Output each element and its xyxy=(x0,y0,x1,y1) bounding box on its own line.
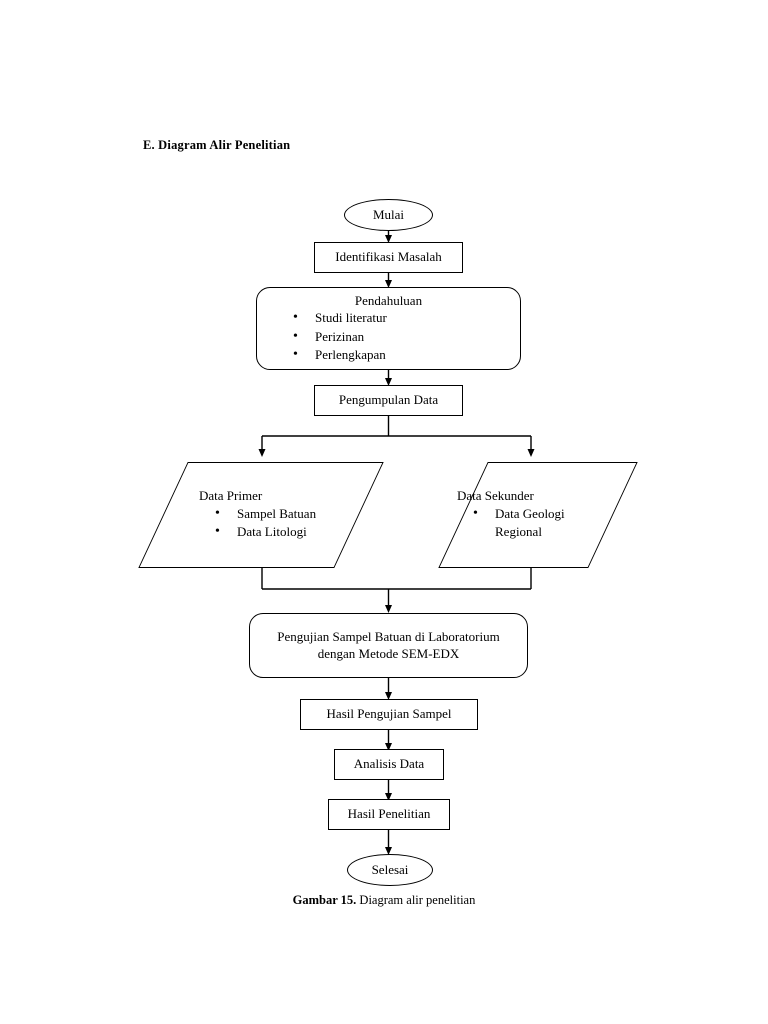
flow-node-identifikasi-masalah[interactable]: Identifikasi Masalah xyxy=(314,242,463,273)
flow-node-data-sekunder[interactable]: Data Sekunder Data Geologi Regional xyxy=(438,462,638,568)
flow-node-data-sekunder-bullets: Data Geologi Regional xyxy=(463,504,613,542)
flow-node-data-primer[interactable]: Data Primer Sampel Batuan Data Litologi xyxy=(138,462,384,568)
list-item: Perlengkapan xyxy=(293,345,514,365)
list-item: Data Litologi xyxy=(215,522,359,542)
flow-node-hasil-penelitian[interactable]: Hasil Penelitian xyxy=(328,799,450,830)
flow-node-pendahuluan-title: Pendahuluan xyxy=(354,292,423,308)
flow-node-hasil-penelitian-label: Hasil Penelitian xyxy=(347,806,431,822)
flow-node-pengujian-sampel[interactable]: Pengujian Sampel Batuan di Laboratorium … xyxy=(249,613,528,678)
flow-node-identifikasi-masalah-label: Identifikasi Masalah xyxy=(335,249,442,265)
figure-caption: Gambar 15. Diagram alir penelitian xyxy=(0,893,768,908)
flow-node-analisis-data[interactable]: Analisis Data xyxy=(334,749,444,780)
list-item: Data Geologi Regional xyxy=(473,504,613,542)
flow-node-data-primer-bullets: Sampel Batuan Data Litologi xyxy=(163,504,359,543)
figure-caption-label: Gambar 15. xyxy=(292,893,357,907)
flow-node-data-sekunder-title: Data Sekunder xyxy=(457,488,534,504)
flow-node-mulai[interactable]: Mulai xyxy=(344,199,433,231)
flow-node-pendahuluan-body: Pendahuluan Studi literatur Perizinan Pe… xyxy=(257,292,520,366)
flow-node-data-primer-body: Data Primer Sampel Batuan Data Litologi xyxy=(163,488,359,542)
flow-node-hasil-pengujian-sampel[interactable]: Hasil Pengujian Sampel xyxy=(300,699,478,730)
flow-node-hasil-pengujian-sampel-label: Hasil Pengujian Sampel xyxy=(326,706,452,722)
list-item: Studi literatur xyxy=(293,308,514,328)
flow-node-data-sekunder-body: Data Sekunder Data Geologi Regional xyxy=(457,488,613,542)
flow-node-analisis-data-label: Analisis Data xyxy=(353,756,425,772)
flow-node-pengujian-sampel-label: Pengujian Sampel Batuan di Laboratorium … xyxy=(277,628,500,661)
flow-node-pendahuluan-bullets: Studi literatur Perizinan Perlengkapan xyxy=(263,308,514,365)
list-item: Sampel Batuan xyxy=(215,504,359,524)
flow-node-pengumpulan-data-label: Pengumpulan Data xyxy=(338,392,439,408)
flow-node-pendahuluan[interactable]: Pendahuluan Studi literatur Perizinan Pe… xyxy=(256,287,521,370)
flow-node-pengumpulan-data[interactable]: Pengumpulan Data xyxy=(314,385,463,416)
section-heading: E. Diagram Alir Penelitian xyxy=(143,138,291,152)
flow-node-selesai-label: Selesai xyxy=(371,861,409,877)
flow-node-data-primer-title: Data Primer xyxy=(199,488,263,504)
flow-node-mulai-label: Mulai xyxy=(372,206,405,222)
list-item: Perizinan xyxy=(293,327,514,347)
flow-node-selesai[interactable]: Selesai xyxy=(347,854,433,886)
figure-caption-text: Diagram alir penelitian xyxy=(356,893,476,907)
